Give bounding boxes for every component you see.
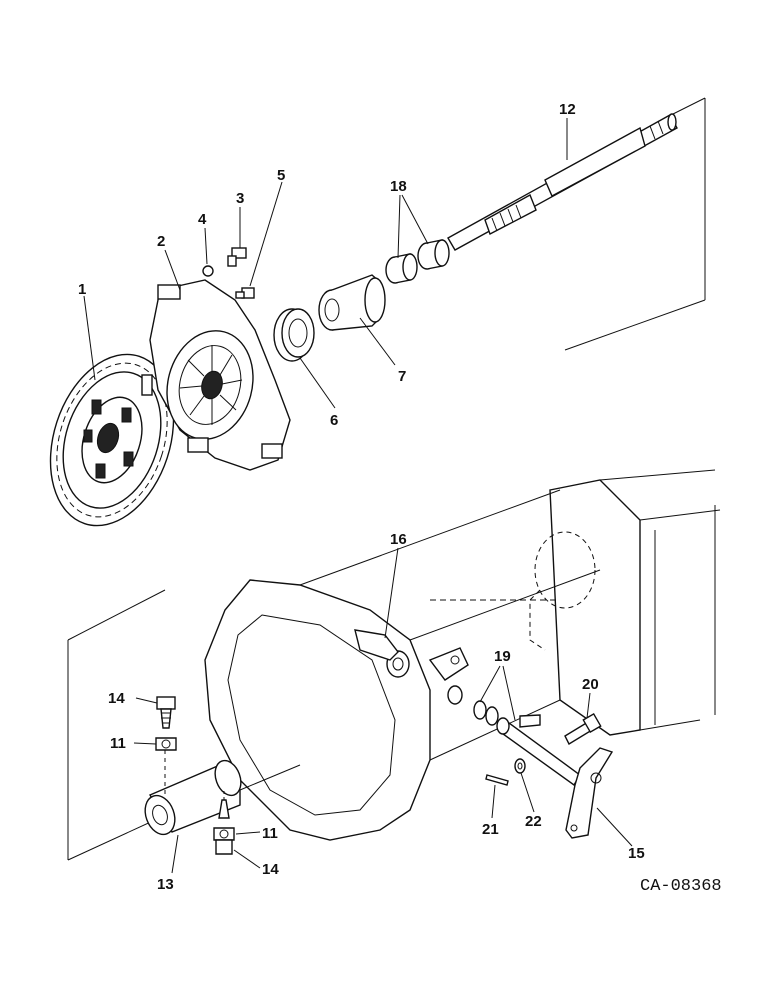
bushings (385, 239, 450, 284)
release-bearing (273, 308, 315, 362)
pressure-plate (141, 279, 291, 471)
callout-6: 6 (330, 412, 338, 429)
callout-12: 12 (559, 101, 576, 118)
callout-7: 7 (398, 368, 406, 385)
leader-lines (83, 118, 633, 874)
callout-14-upper: 14 (108, 690, 125, 707)
fasteners-upper (202, 247, 255, 299)
callout-15: 15 (628, 845, 645, 862)
callout-1: 1 (78, 281, 86, 298)
callout-4: 4 (198, 211, 207, 228)
bearing-carrier (318, 274, 386, 331)
bolt-20 (564, 712, 602, 745)
input-shaft (447, 113, 678, 251)
callout-2: 2 (157, 233, 165, 250)
callout-labels: 1 2 3 4 5 6 7 12 18 16 19 20 14 11 13 11… (78, 101, 645, 893)
callout-5: 5 (277, 167, 285, 184)
callout-11-upper: 11 (110, 735, 126, 752)
callout-11-lower: 11 (262, 825, 278, 842)
callout-3: 3 (236, 190, 244, 207)
bolts-nuts-left (155, 696, 235, 855)
callout-14-lower: 14 (262, 861, 279, 878)
clutch-disc (49, 353, 175, 527)
bell-housing (204, 489, 601, 841)
pilot-tube (144, 759, 301, 836)
callout-19: 19 (494, 648, 511, 665)
reference-code: CA-08368 (640, 877, 722, 896)
callout-13: 13 (157, 876, 174, 893)
callout-21: 21 (482, 821, 499, 838)
pin-washer (485, 758, 526, 786)
release-shaft (496, 714, 614, 839)
callout-20: 20 (582, 676, 599, 693)
callout-18: 18 (390, 178, 407, 195)
frame-lines (67, 97, 706, 861)
o-rings (473, 700, 499, 726)
callout-16: 16 (390, 531, 407, 548)
transmission-case (430, 469, 721, 736)
callout-22: 22 (525, 813, 542, 830)
